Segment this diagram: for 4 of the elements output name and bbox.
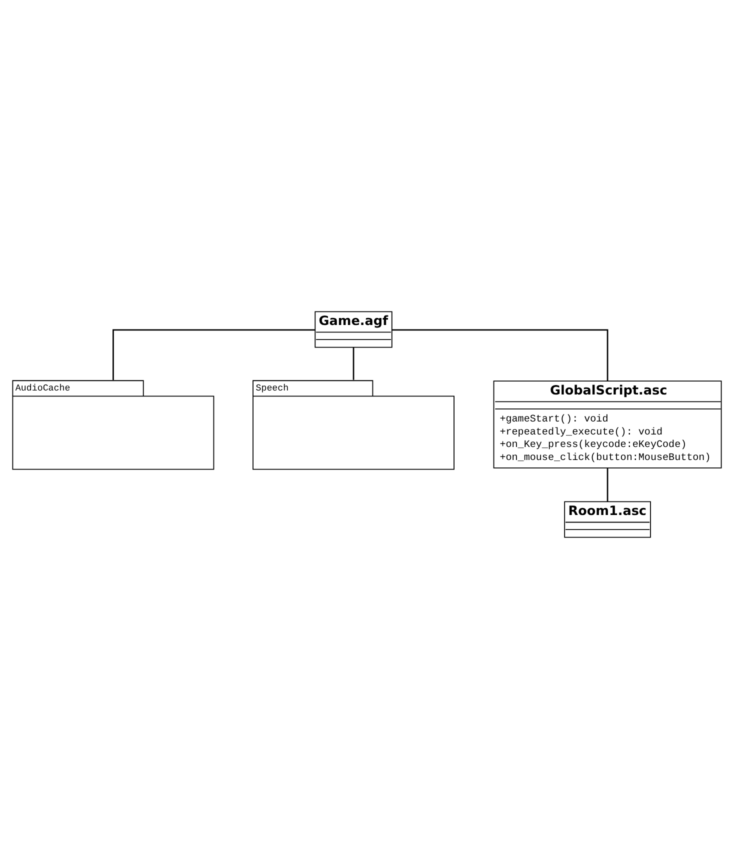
connector [112,329,315,380]
connector [606,468,608,502]
connector [392,329,608,382]
connector [352,347,354,380]
